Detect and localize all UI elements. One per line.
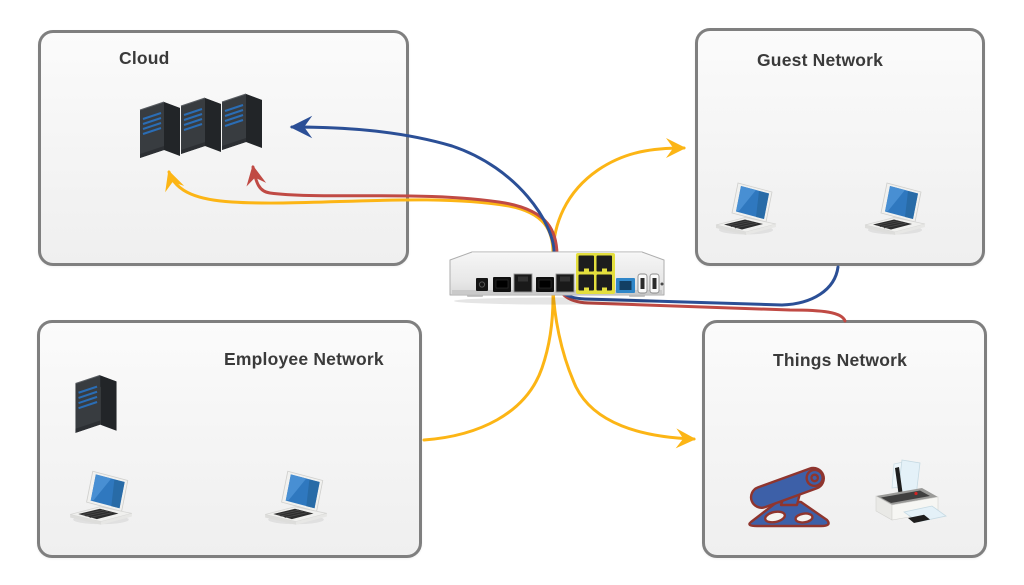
cloud-server-rack-icons	[139, 93, 263, 159]
security-camera-icon	[746, 463, 830, 528]
guest-network-title: Guest Network	[757, 50, 884, 70]
router-shadow	[454, 297, 660, 305]
power-port	[476, 278, 488, 291]
blue-lan-port	[616, 278, 635, 293]
security-router	[449, 251, 665, 305]
employee-network-title: Employee Network	[224, 349, 384, 369]
things-network-box	[702, 320, 987, 558]
things-network-title: Things Network	[773, 350, 908, 370]
laptop-icon	[69, 470, 133, 526]
laptop-icon	[264, 470, 328, 526]
reset-hole	[660, 282, 664, 286]
yellow-lan-port-block	[576, 253, 615, 294]
server-icon	[139, 101, 181, 159]
server-icon	[221, 93, 263, 151]
laptop-icon	[864, 182, 926, 236]
printer-icon	[875, 459, 947, 524]
server-icon	[180, 97, 222, 155]
laptop-icon	[715, 182, 777, 236]
flow-employee-to-things	[551, 286, 696, 449]
cloud-title: Cloud	[119, 48, 170, 68]
employee-server-icon	[74, 374, 118, 434]
